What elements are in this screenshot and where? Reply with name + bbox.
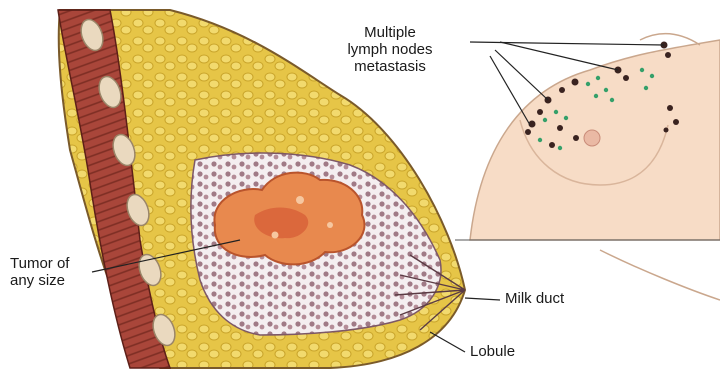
lymph-nodes-label: Multiple lymph nodes metastasis [310, 24, 470, 75]
milk-duct-label: Milk duct [505, 290, 564, 307]
chest-inset [455, 34, 720, 300]
tumor-label: Tumor of any size [10, 255, 120, 289]
lobule-label: Lobule [470, 343, 515, 360]
